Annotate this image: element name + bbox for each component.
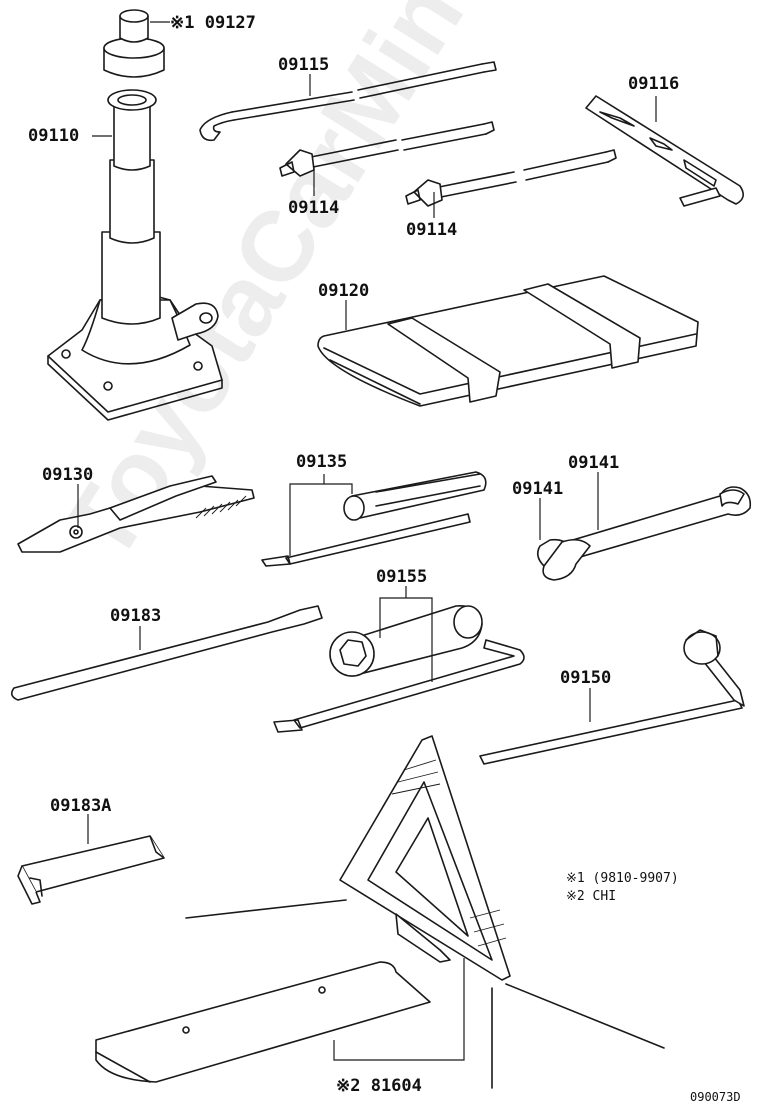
label-09115: 09115 — [278, 55, 330, 75]
label-09155: 09155 — [376, 567, 428, 587]
label-81604: ※2 81604 — [336, 1076, 422, 1096]
label-09141-lower: 09141 — [512, 479, 564, 499]
lug-wrench-part — [479, 629, 745, 765]
label-09135: 09135 — [296, 452, 348, 472]
hook-rod-part — [199, 61, 497, 142]
jack-cap-part — [103, 9, 165, 78]
label-09183a: 09183A — [50, 796, 112, 816]
label-09110: 09110 — [28, 126, 80, 146]
leader-lines — [77, 21, 657, 1061]
handle-bar-part — [585, 95, 744, 207]
footnote-2: ※2 CHI — [566, 889, 617, 904]
jack-part — [47, 89, 223, 421]
long-bar-part — [10, 605, 323, 701]
label-09114-b: 09114 — [406, 220, 458, 240]
label-09114-a: 09114 — [288, 198, 340, 218]
socket-wrench-part — [273, 605, 525, 733]
screwdriver-part — [261, 471, 487, 567]
label-09120: 09120 — [318, 281, 370, 301]
footnote-1: ※1 (9810-9907) — [566, 871, 679, 886]
label-09130: 09130 — [42, 465, 94, 485]
pliers-part — [17, 475, 255, 553]
warning-triangle-part — [185, 735, 665, 1089]
label-09141-upper: 09141 — [568, 453, 620, 473]
label-09116: 09116 — [628, 74, 680, 94]
bracket-part — [17, 835, 165, 905]
label-09183: 09183 — [110, 606, 162, 626]
tool-bag-part — [317, 275, 699, 407]
wrench-part — [536, 486, 752, 581]
extension-rod-part-a — [279, 121, 495, 177]
label-09150: 09150 — [560, 668, 612, 688]
label-09127: ※1 09127 — [170, 13, 256, 33]
triangle-case-part — [95, 961, 431, 1083]
diagram-code: 090073D — [690, 1090, 741, 1104]
extension-rod-part-b — [405, 149, 617, 207]
